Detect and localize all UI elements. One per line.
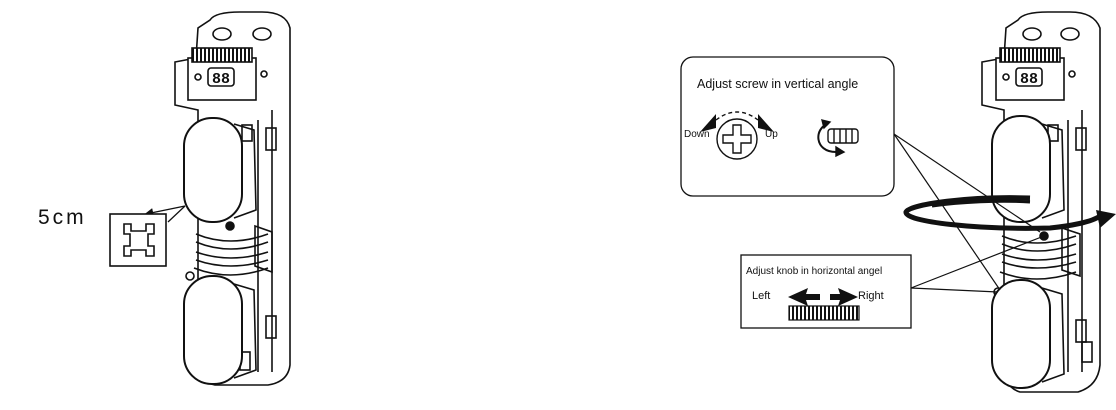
display-readout-right: 88 (1020, 71, 1038, 88)
phillips-screw-icon (715, 111, 759, 160)
rotate-down-arrow-icon (700, 114, 716, 132)
left-arrow-icon (788, 288, 820, 306)
right-arrow-icon (830, 288, 858, 306)
rotate-up-arrow-icon (758, 114, 774, 132)
horizontal-knob-icon (788, 305, 860, 321)
horizontal-adjust-title: Adjust knob in horizontal angel (746, 266, 883, 277)
detail-pointer-line (144, 205, 186, 217)
distance-label: 5cm (38, 206, 87, 229)
horizontal-adjust-callout (740, 235, 1045, 329)
up-label: Up (765, 129, 778, 140)
screw-cross-detail (109, 213, 167, 267)
detector-left (174, 11, 291, 386)
vertical-adjust-title: Adjust screw in vertical angle (697, 77, 859, 91)
screw-rotation-icon (817, 119, 859, 158)
display-readout-left: 88 (212, 71, 230, 88)
right-label: Right (858, 290, 884, 302)
down-label: Down (684, 129, 710, 140)
left-label: Left (752, 290, 771, 302)
horizontal-rotation-arrow (903, 195, 1116, 231)
vertical-adjust-callout (680, 56, 1041, 291)
